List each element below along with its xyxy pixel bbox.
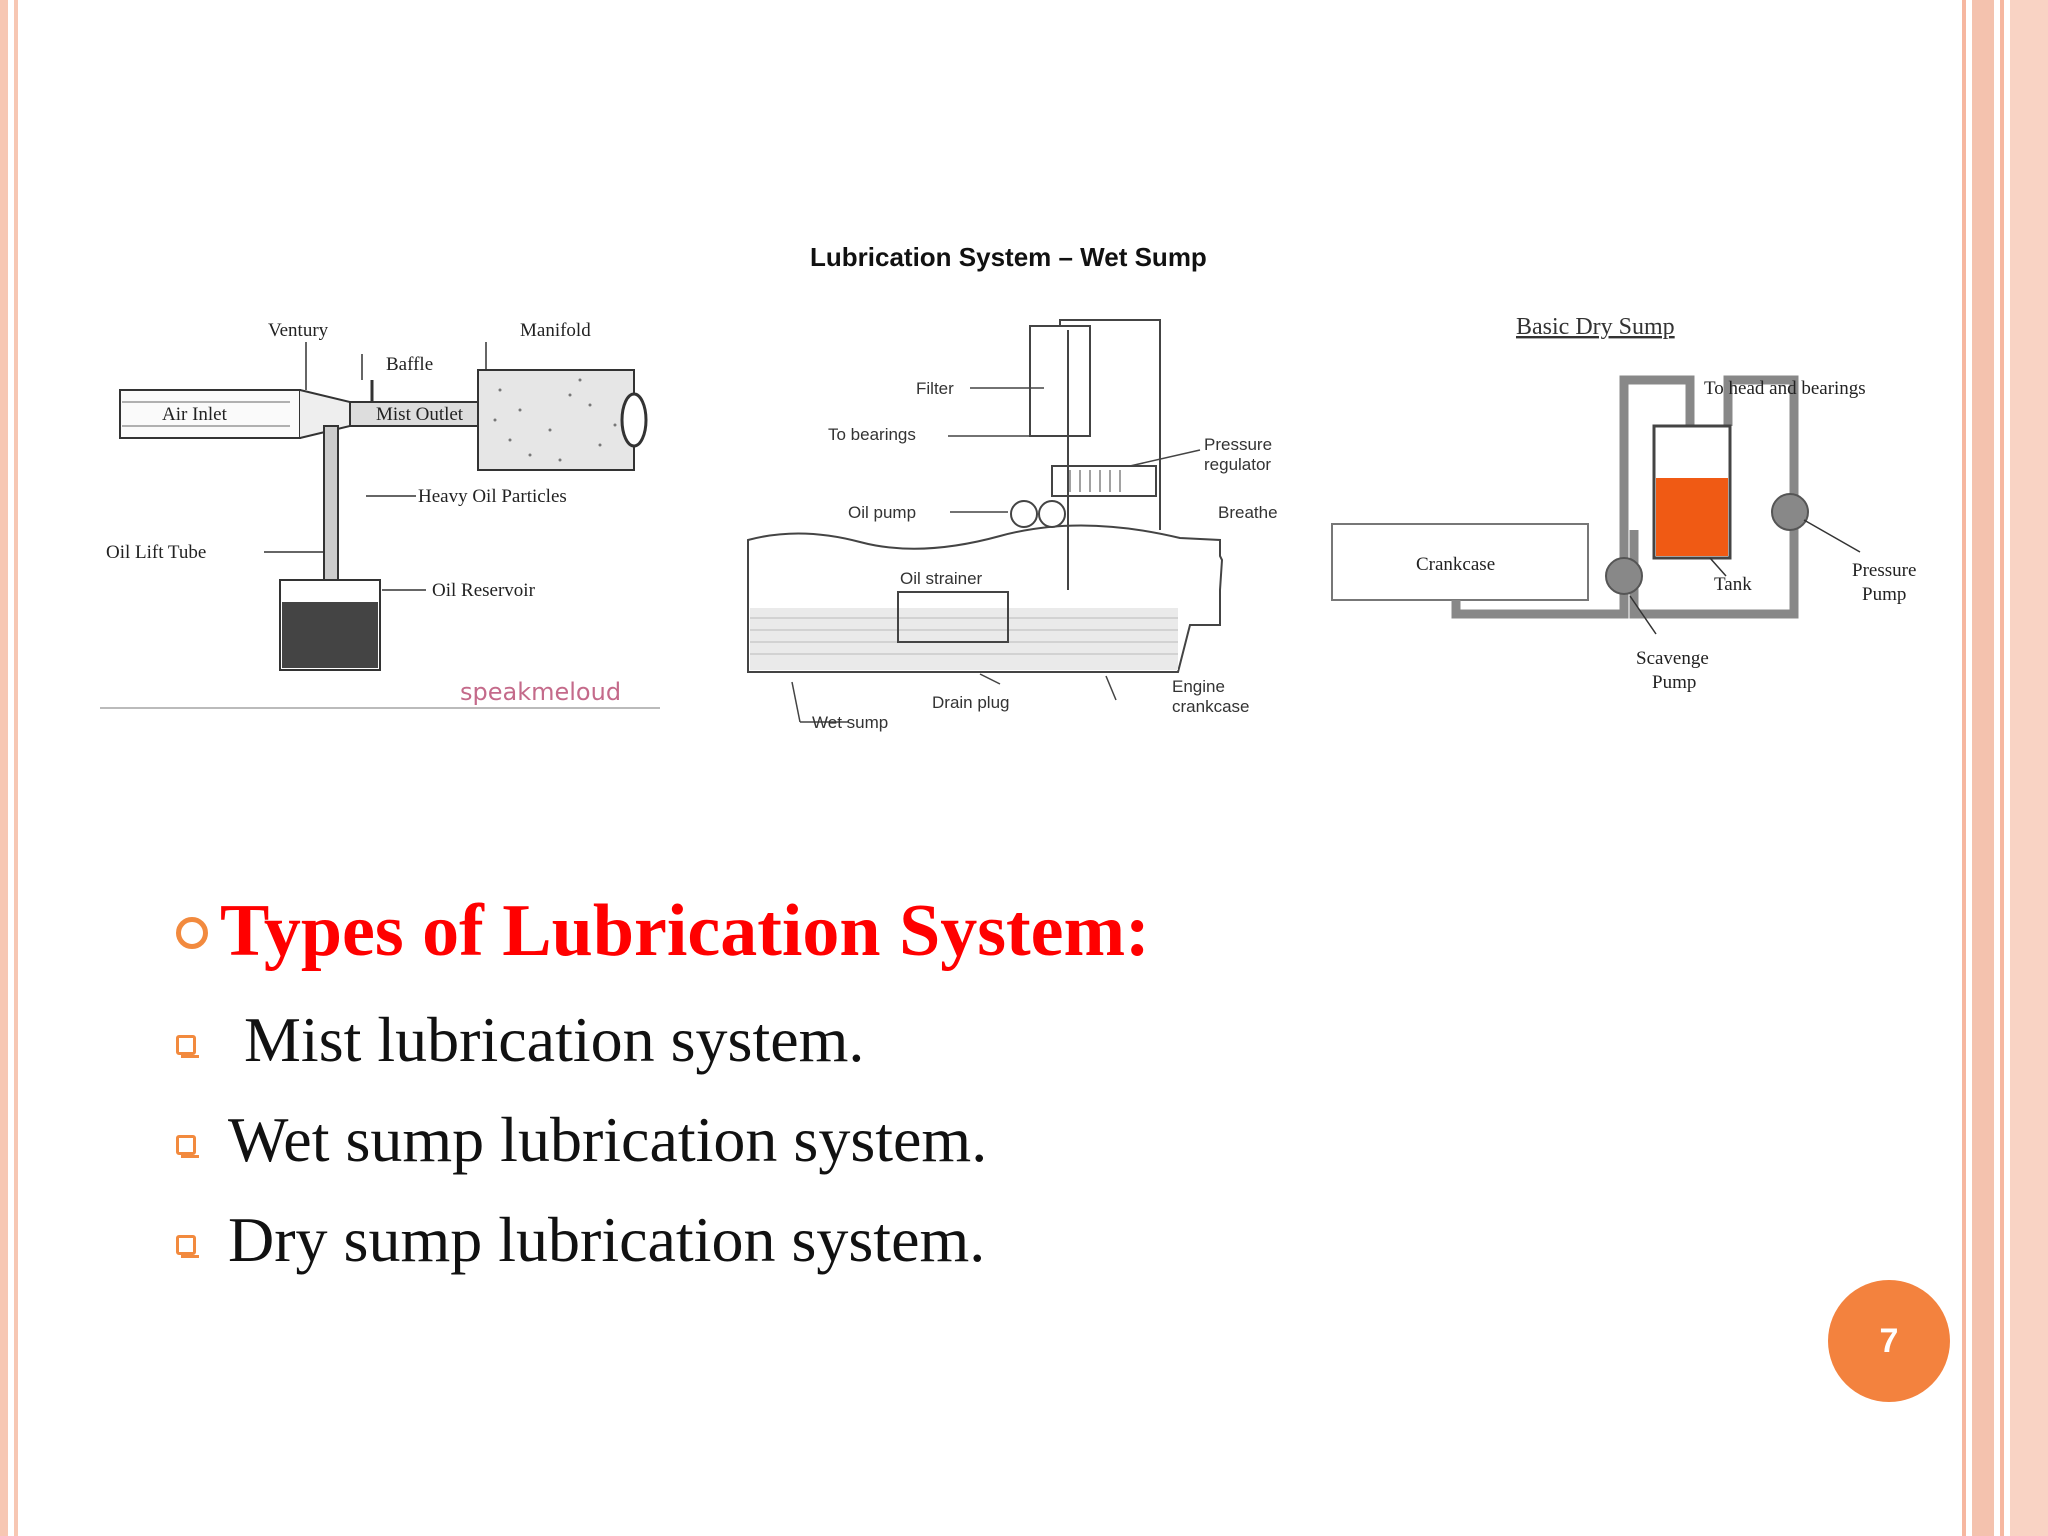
baffle-label: Baffle bbox=[386, 354, 433, 375]
list-item: Dry sump lubrication system. bbox=[176, 1190, 987, 1290]
right-border-band bbox=[1972, 0, 1994, 1536]
section-heading: Types of Lubrication System: bbox=[176, 886, 1150, 976]
mist-lubrication-diagram: Ventury Baffle Manifold Air Inlet Mist O… bbox=[100, 320, 660, 709]
watermark-label: speakmeloud bbox=[460, 678, 621, 706]
list-item: Wet sump lubrication system. bbox=[176, 1090, 987, 1190]
dry-sump-diagram: Basic Dry Sump To head and bearings Cran… bbox=[1331, 314, 1916, 693]
regulator-label: regulator bbox=[1204, 455, 1271, 474]
crankcase-label: crankcase bbox=[1172, 697, 1249, 716]
pressure-pump-label-1: Pressure bbox=[1852, 560, 1916, 581]
circle-bullet-icon bbox=[176, 917, 208, 949]
scavenge-pump-label-1: Scavenge bbox=[1636, 648, 1709, 669]
filter-label: Filter bbox=[916, 379, 954, 398]
crankcase-box-label: Crankcase bbox=[1416, 554, 1495, 575]
mist-outlet-label: Mist Outlet bbox=[376, 404, 464, 425]
square-bullet-icon bbox=[176, 1035, 199, 1058]
oil-reservoir-label: Oil Reservoir bbox=[432, 580, 536, 601]
square-bullet-icon bbox=[176, 1235, 199, 1258]
air-inlet-label: Air Inlet bbox=[162, 404, 228, 425]
list-item-text: Mist lubrication system. bbox=[244, 1004, 865, 1075]
oil-pump-label: Oil pump bbox=[848, 503, 916, 522]
to-bearings-label: To bearings bbox=[828, 425, 916, 444]
right-border-band-2 bbox=[2010, 0, 2048, 1536]
list-item: Mist lubrication system. bbox=[176, 990, 987, 1090]
wet-sump-label: Wet sump bbox=[812, 713, 888, 732]
drain-plug-label: Drain plug bbox=[932, 693, 1010, 712]
tank-label: Tank bbox=[1714, 574, 1752, 595]
breather-label: Breathe bbox=[1218, 503, 1278, 522]
right-border-stripe-2 bbox=[2000, 0, 2004, 1536]
engine-label: Engine bbox=[1172, 677, 1225, 696]
lubrication-types-list: Mist lubrication system. Wet sump lubric… bbox=[176, 990, 987, 1290]
pressure-pump-label-2: Pump bbox=[1862, 584, 1906, 605]
heavy-oil-label: Heavy Oil Particles bbox=[418, 486, 567, 507]
diagrams-canvas: Lubrication System – Wet Sump bbox=[100, 242, 1916, 732]
left-border-outer bbox=[0, 0, 8, 1536]
heading-text: Types of Lubrication System: bbox=[220, 889, 1150, 972]
square-bullet-icon bbox=[176, 1135, 199, 1158]
pressure-label: Pressure bbox=[1204, 435, 1272, 454]
lubrication-diagrams-figure: Lubrication System – Wet Sump bbox=[100, 230, 1962, 790]
manifold-label: Manifold bbox=[520, 320, 591, 341]
venturi-label: Ventury bbox=[268, 320, 329, 341]
dry-sump-title: Basic Dry Sump bbox=[1516, 314, 1675, 340]
left-border-inner bbox=[14, 0, 18, 1536]
list-item-text: Wet sump lubrication system. bbox=[228, 1104, 988, 1175]
oil-lift-tube-label: Oil Lift Tube bbox=[106, 542, 206, 563]
page-number-badge: 7 bbox=[1828, 1280, 1950, 1402]
wet-sump-diagram: Filter To bearings Pressure regulator Oi… bbox=[747, 319, 1278, 732]
list-item-text: Dry sump lubrication system. bbox=[228, 1204, 986, 1275]
scavenge-pump-label-2: Pump bbox=[1652, 672, 1696, 693]
to-head-label: To head and bearings bbox=[1704, 378, 1866, 399]
wet-sump-title: Lubrication System – Wet Sump bbox=[810, 242, 1207, 272]
oil-strainer-label: Oil strainer bbox=[900, 569, 983, 588]
right-border-stripe bbox=[1962, 0, 1966, 1536]
